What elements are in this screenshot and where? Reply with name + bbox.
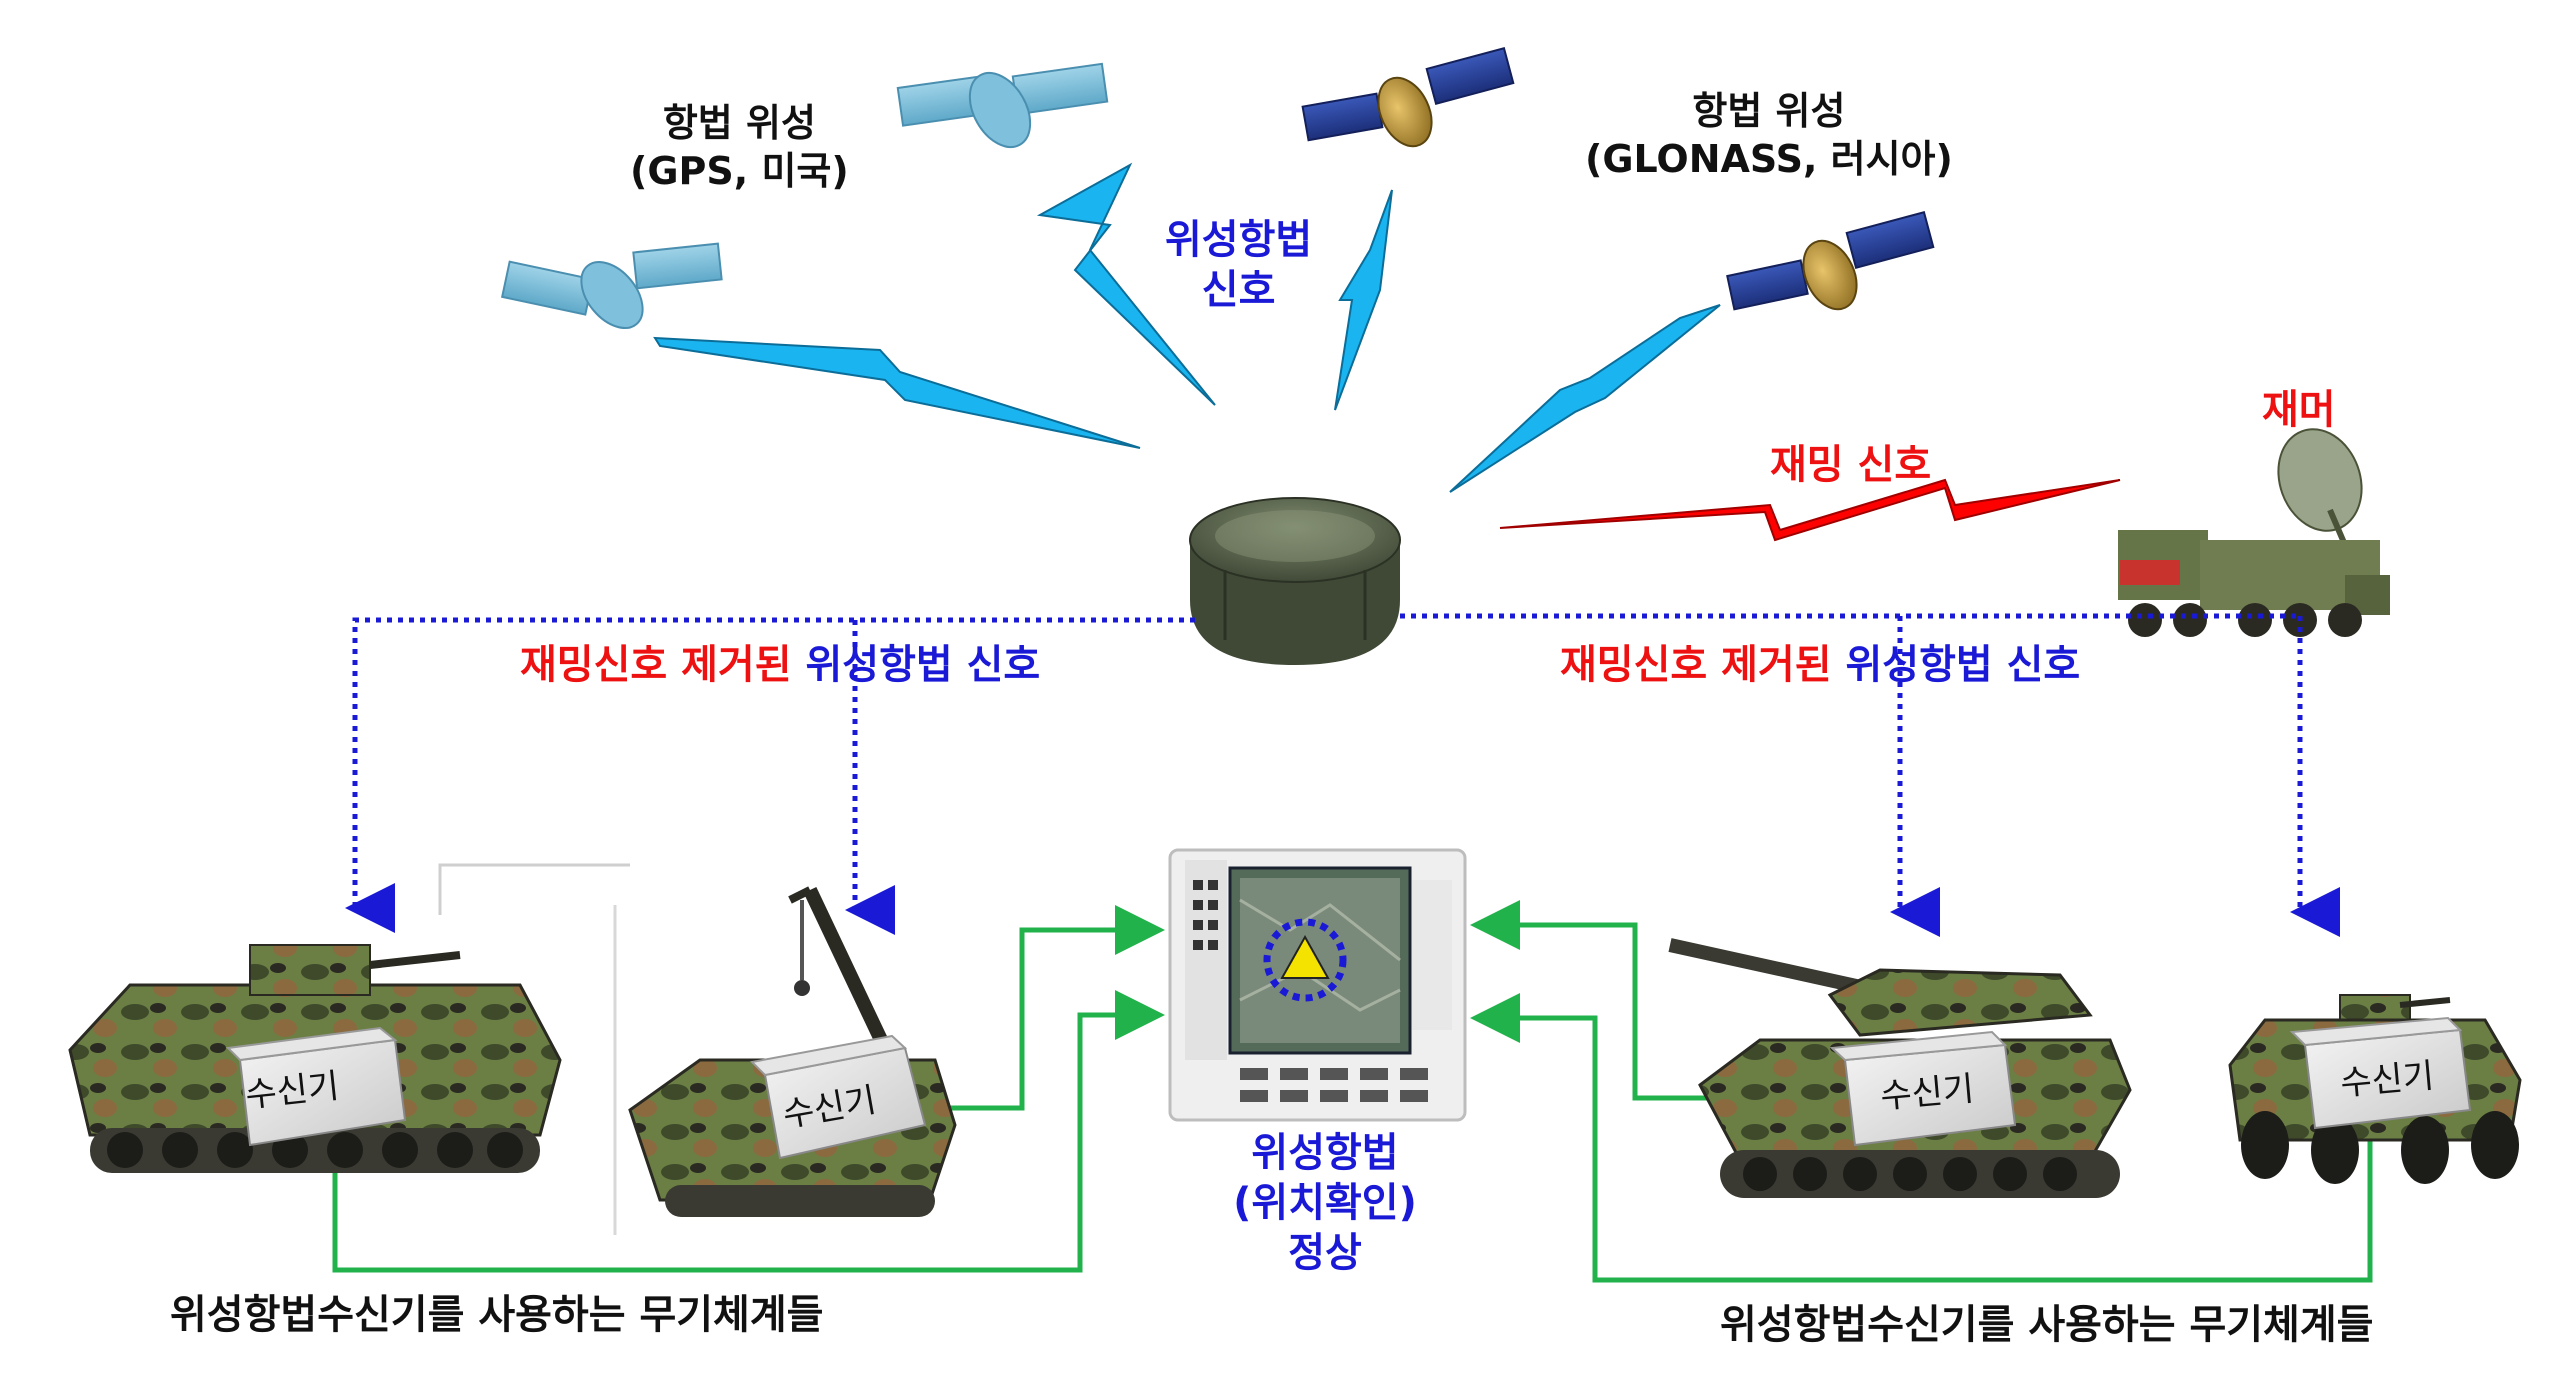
filtered-signal-right-red: 재밍신호 제거된 <box>1560 642 1832 688</box>
receiver-data-links <box>332 900 2373 1283</box>
filtered-signal-left-blue: 위성항법 신호 <box>805 642 1041 688</box>
glonass-satellite-lower-icon <box>1726 211 1935 311</box>
position-marker-icon <box>1280 934 1330 979</box>
display-status-line2: (위치확인) <box>1233 1180 1417 1226</box>
filtered-signal-paths <box>345 613 2340 937</box>
jamming-signal-bolt <box>1499 478 2121 542</box>
receiver-box-4 <box>2289 1016 2472 1130</box>
receiver-label-4: 수신기 <box>2338 1055 2436 1105</box>
glonass-label-line1: 항법 위성 <box>1692 89 1846 133</box>
receiver-box-2 <box>749 1034 927 1160</box>
anti-jam-antenna-icon <box>1189 497 1401 665</box>
receiver-label-1: 수신기 <box>243 1066 342 1116</box>
nav-signal-bolt-4 <box>1449 304 1721 493</box>
nav-signal-bolt-3 <box>1334 189 1393 411</box>
jammer-truck-icon <box>2118 428 2390 637</box>
frame-guide-lines <box>438 863 630 915</box>
gps-satellite-lower-icon <box>500 242 723 329</box>
glonass-satellite-upper-icon <box>1301 47 1515 148</box>
display-status-line3: 정상 <box>1288 1230 1362 1276</box>
filtered-signal-label-right: 재밍신호 제거된 위성항법 신호 <box>1560 640 2080 690</box>
gps-label-line1: 항법 위성 <box>662 101 816 145</box>
receiver-label-3: 수신기 <box>1878 1068 1976 1118</box>
nav-signal-label: 위성항법 신호 <box>1165 215 1312 315</box>
weapon-systems-label-left: 위성항법수신기를 사용하는 무기체계들 <box>170 1292 824 1338</box>
glonass-label-line2: (GLONASS, 러시아) <box>1585 136 1953 181</box>
receiver-box-1 <box>225 1026 407 1147</box>
receiver-box-3 <box>1829 1030 2017 1147</box>
jamming-signal-label: 재밍 신호 <box>1770 442 1932 488</box>
gps-satellite-upper-icon <box>896 62 1109 148</box>
nav-signal-line2: 신호 <box>1201 267 1276 313</box>
display-status-line1: 위성항법 <box>1251 1130 1399 1176</box>
nav-signal-line1: 위성항법 <box>1165 217 1313 263</box>
nav-signal-bolt-2 <box>1036 162 1216 406</box>
filtered-signal-right-blue: 위성항법 신호 <box>1845 642 2081 688</box>
navigation-display-terminal <box>1168 848 1467 1122</box>
gps-label-line2: (GPS, 미국) <box>630 148 849 193</box>
glonass-satellite-label: 항법 위성 (GLONASS, 러시아) <box>1585 88 1953 183</box>
gps-satellite-label: 항법 위성 (GPS, 미국) <box>630 100 849 195</box>
filtered-signal-left-red: 재밍신호 제거된 <box>520 642 792 688</box>
weapon-systems-label-right: 위성항법수신기를 사용하는 무기체계들 <box>1720 1302 2374 1348</box>
jammer-label: 재머 <box>2262 387 2336 433</box>
filtered-signal-label-left: 재밍신호 제거된 위성항법 신호 <box>520 640 1040 690</box>
display-status-label: 위성항법 (위치확인) 정상 <box>1210 1128 1440 1278</box>
position-circle <box>1263 918 1347 1002</box>
nav-signal-bolt-1 <box>653 336 1141 449</box>
